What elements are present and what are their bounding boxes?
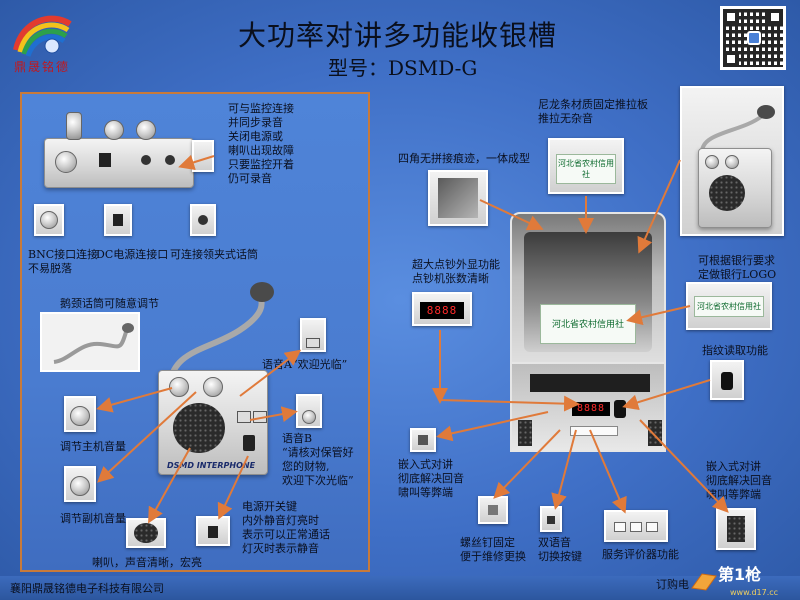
lcd-display: 8888 xyxy=(420,302,464,319)
fingerprint-sensor[interactable] xyxy=(614,400,626,418)
speaker-grille-icon xyxy=(648,420,662,446)
device-brand: DSMD INTERPHONE xyxy=(167,461,256,470)
knob-icon xyxy=(104,120,124,140)
voice-b-button[interactable] xyxy=(253,411,267,423)
gooseneck-caption: 鹅颈话筒可随意调节 xyxy=(60,297,159,310)
model-number: 型号：DSMD-G xyxy=(328,56,478,80)
host-volume-photo xyxy=(64,396,96,432)
company-name: 襄阳鼎晟铭德电子科技有限公司 xyxy=(10,582,164,595)
gooseneck-photo-icon xyxy=(40,312,140,372)
order-phone-label: 订购电 xyxy=(656,578,689,591)
cash-tray: 河北省农村信用社 8888 xyxy=(510,212,666,452)
sub-volume-knob[interactable] xyxy=(203,377,223,397)
display-caption: 超大点钞外显功能 点钞机张数清晰 xyxy=(412,258,500,285)
fingerprint-caption: 指纹读取功能 xyxy=(702,344,768,357)
dc-caption: DC电源连接口 xyxy=(96,248,169,261)
knob-icon xyxy=(136,120,156,140)
bank-logo-plate: 河北省农村信用社 xyxy=(540,304,636,344)
qr-code xyxy=(720,6,786,70)
bank-logo-caption: 可根据银行要求 定做银行LOGO xyxy=(698,254,777,281)
intercom-front-photo xyxy=(680,86,784,236)
dual-voice-caption: 双语音 切换按键 xyxy=(538,536,582,563)
embedded-right-photo xyxy=(716,508,756,550)
speaker-photo xyxy=(126,518,166,548)
push-plate-photo: 河北省农村信用社 xyxy=(548,138,624,194)
embedded-left-photo xyxy=(410,428,436,452)
rainbow-logo-icon xyxy=(13,15,72,57)
gooseneck-mic-icon xyxy=(700,105,775,152)
tray-lcd-display: 8888 xyxy=(572,402,610,416)
embedded-right-caption: 嵌入式对讲 彻底解决回音 啸叫等弊端 xyxy=(706,460,772,501)
device-back-panel xyxy=(44,138,194,188)
voice-a-photo xyxy=(300,318,326,352)
sub-volume-caption: 调节副机音量 xyxy=(60,512,126,525)
bank-logo-photo: 河北省农村信用社 xyxy=(686,282,772,330)
seamless-caption: 四角无拼接痕迹，一体成型 xyxy=(398,152,530,165)
voice-a-button[interactable] xyxy=(237,411,251,423)
brand-name: 鼎晟铭德 xyxy=(14,60,71,74)
sub-volume-photo xyxy=(64,466,96,502)
speaker-grille-icon xyxy=(518,420,532,446)
antenna-knob-icon xyxy=(66,112,82,140)
gooseneck-mic-icon xyxy=(167,282,274,389)
push-plate-caption: 尼龙条材质固定推拉板 推拉无杂音 xyxy=(538,98,648,125)
power-switch[interactable] xyxy=(243,435,255,451)
dual-voice-photo xyxy=(540,506,562,532)
seamless-corner-photo xyxy=(428,170,488,226)
screw-caption: 螺丝钉固定 便于维修更换 xyxy=(460,536,526,563)
dc-port-icon xyxy=(99,153,111,167)
intercom-device: DSMD INTERPHONE xyxy=(158,370,268,475)
watermark-logo: 第1枪 www.d17.cc xyxy=(690,566,790,598)
clip-caption: 可连接领夹式话筒 xyxy=(170,248,258,261)
host-volume-caption: 调节主机音量 xyxy=(60,440,126,453)
bnc-photo xyxy=(34,204,64,236)
monitor-note: 可与监控连接 并同步录音 关闭电源或 喇叭出现故障 只要监控开着 仍可录音 xyxy=(228,102,294,185)
bank-logo-small: 河北省农村信用社 xyxy=(556,154,616,184)
host-volume-knob[interactable] xyxy=(169,377,189,397)
bnc-caption: BNC接口连接 不易脱落 xyxy=(28,248,99,275)
voice-a-caption: 语音A“欢迎光临” xyxy=(262,358,348,371)
service-eval-caption: 服务评价器功能 xyxy=(602,548,679,561)
power-switch-photo xyxy=(196,516,230,546)
service-eval-photo xyxy=(604,510,668,542)
dc-photo xyxy=(104,204,132,236)
bnc-connector-icon xyxy=(55,151,77,173)
speaker-grille-icon xyxy=(173,403,225,453)
clip-photo xyxy=(190,204,216,236)
voice-b-caption: 语音B “请核对保管好 您的财物, 欢迎下次光临” xyxy=(282,432,354,487)
clip-jack-photo xyxy=(192,140,214,172)
footer-bar xyxy=(0,576,800,600)
power-switch-caption: 电源开关键 内外静音灯亮时 表示可以正常通话 灯灭时表示静音 xyxy=(242,500,330,555)
voice-b-photo xyxy=(296,394,322,428)
watermark-url: www.d17.cc xyxy=(730,588,779,597)
brand-logo xyxy=(12,10,74,60)
lcd-photo: 8888 xyxy=(412,292,472,326)
service-eval-buttons[interactable] xyxy=(570,426,618,436)
audio-jack-icon xyxy=(165,155,175,165)
speaker-caption: 喇叭，声音清晰，宏亮 xyxy=(92,556,202,569)
audio-jack-icon xyxy=(141,155,151,165)
screw-photo xyxy=(478,496,508,524)
page-title: 大功率对讲多功能收银槽 xyxy=(238,19,558,52)
watermark-gun-icon xyxy=(691,573,717,591)
embedded-left-caption: 嵌入式对讲 彻底解决回音 啸叫等弊端 xyxy=(398,458,464,499)
fingerprint-photo xyxy=(710,360,744,400)
watermark-text: 第1枪 xyxy=(718,565,762,584)
